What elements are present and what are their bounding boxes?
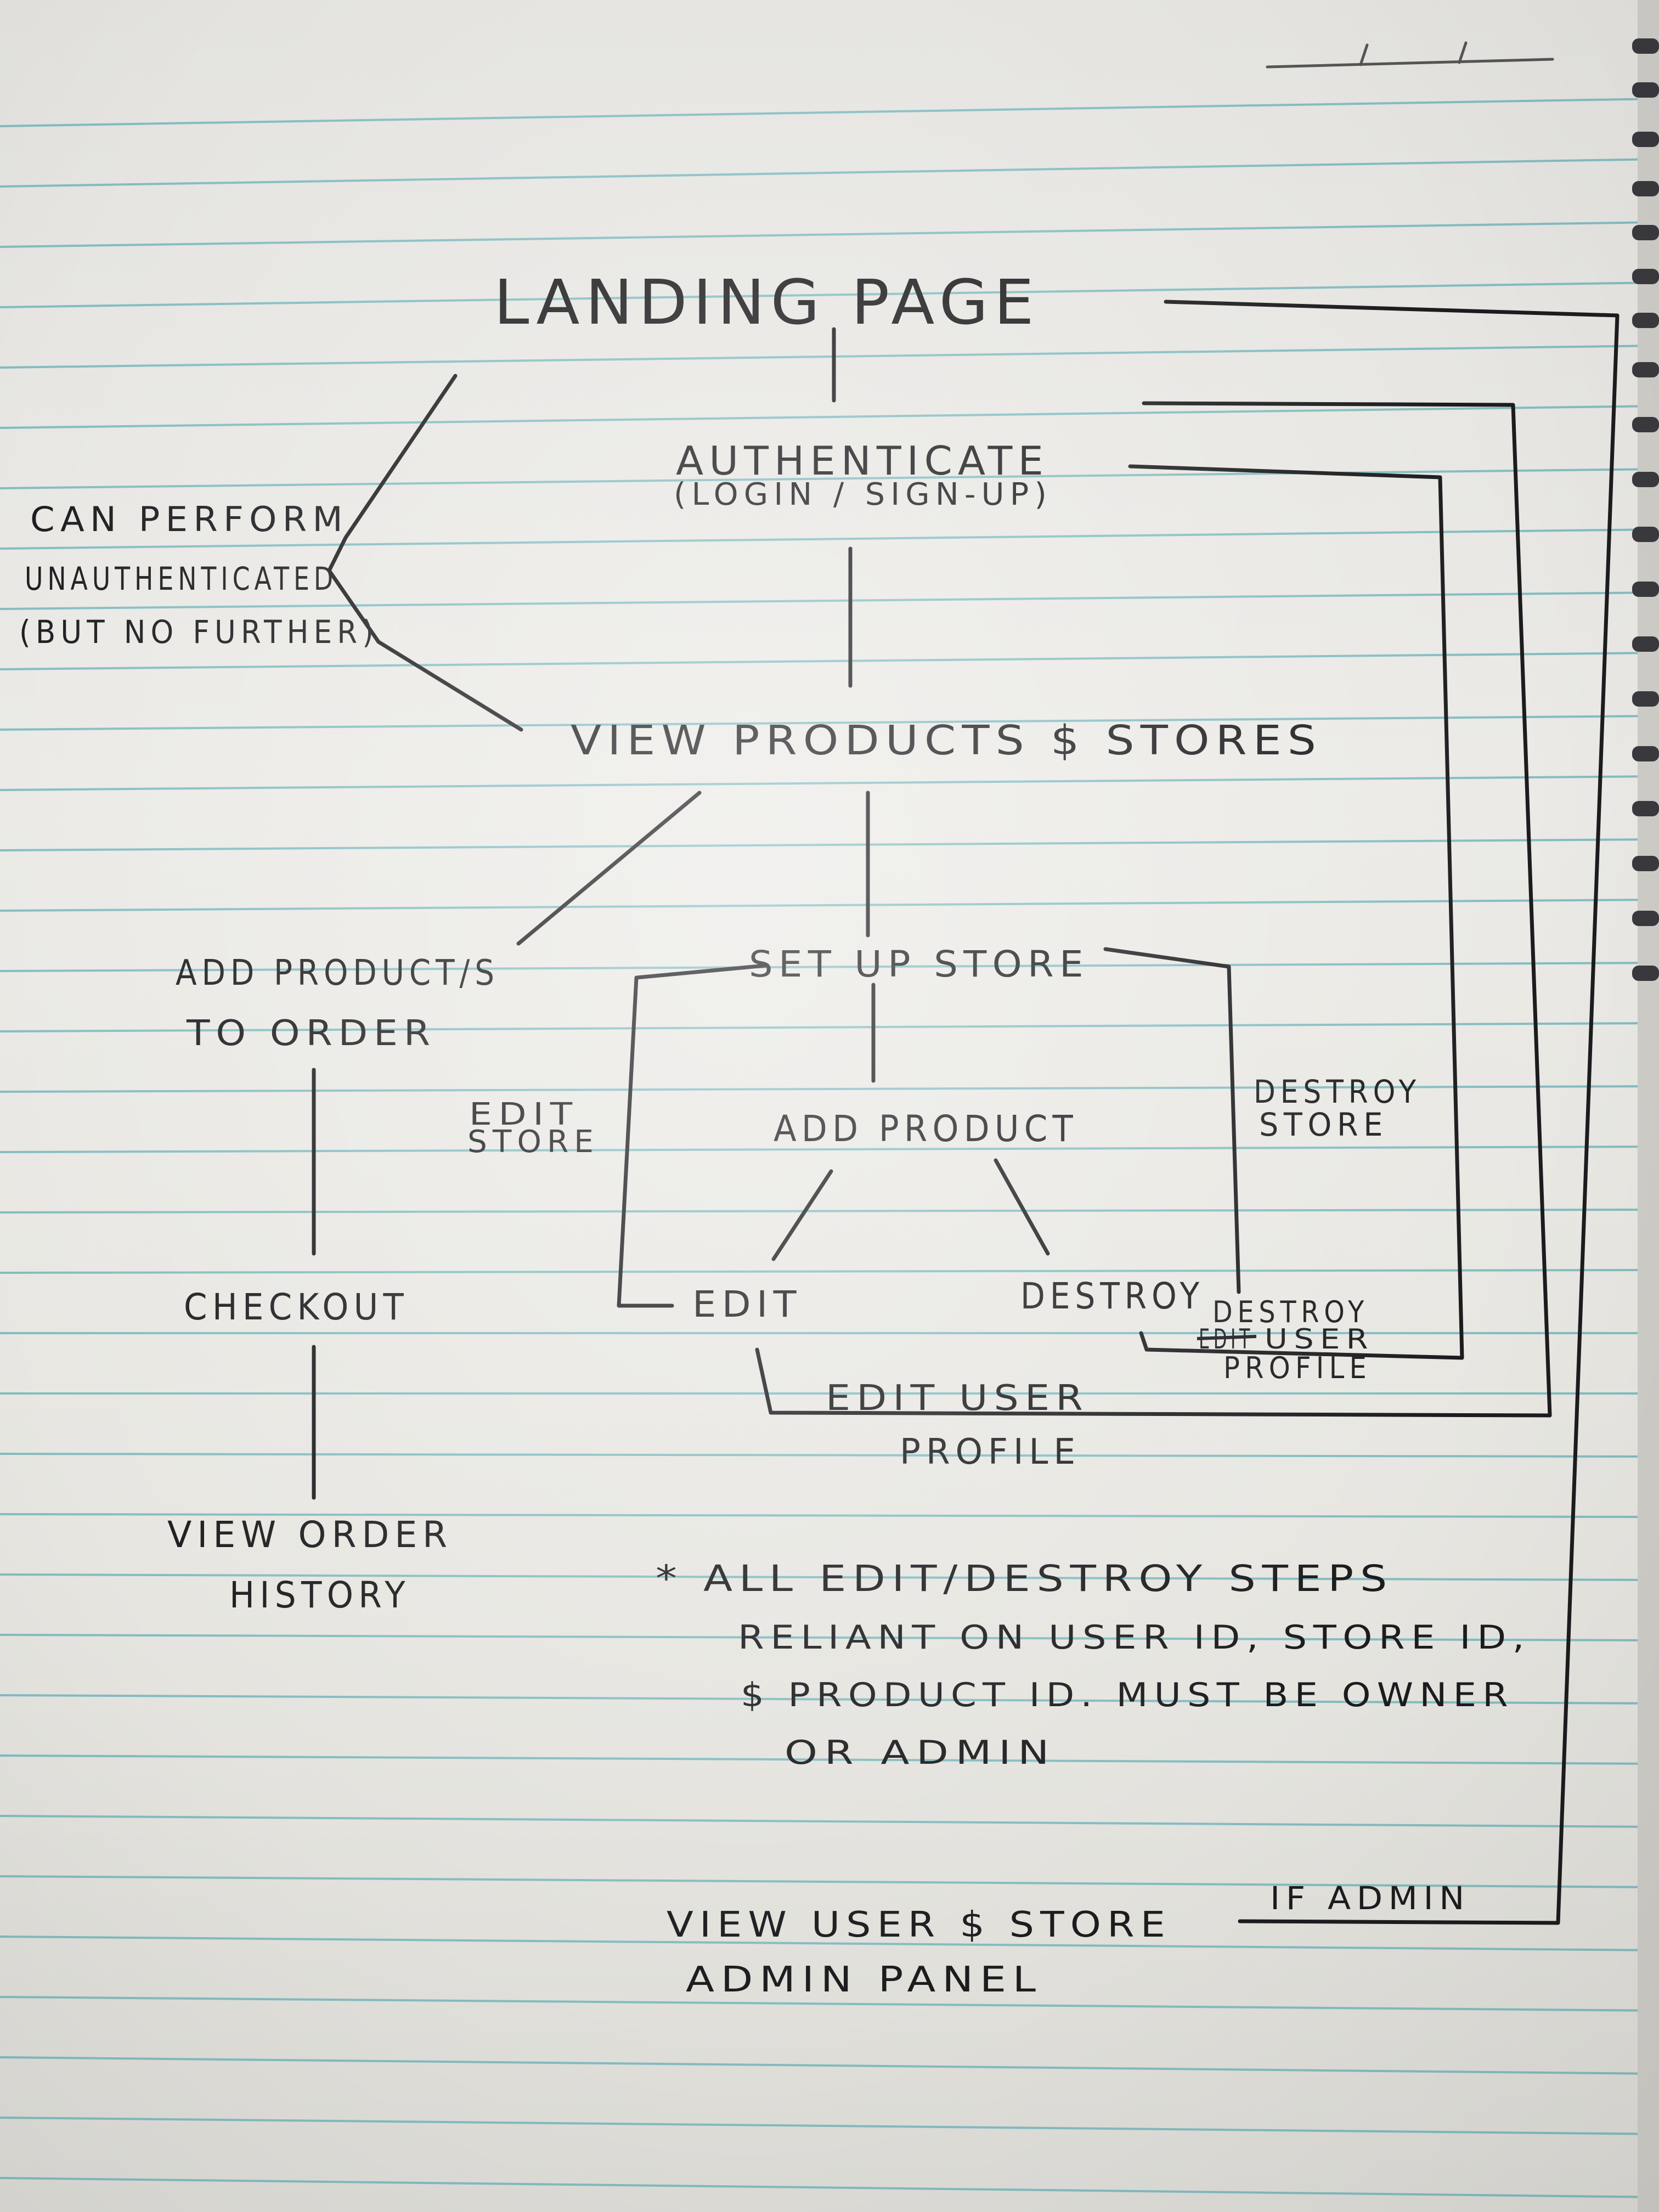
edge-add-product-edit — [771, 1169, 833, 1261]
node-order-history-line-1: VIEW ORDER — [167, 1514, 453, 1556]
label-edit-store-line-1: EDIT — [469, 1097, 579, 1132]
edge-destroy-store-loop — [1103, 947, 1241, 1294]
node-set-up-store: SET UP STORE — [749, 943, 1089, 985]
note-permissions-line-3: $ PRODUCT ID. MUST BE OWNER — [741, 1676, 1514, 1714]
bracket-unauthenticated — [327, 374, 523, 732]
edge-view-products-add-to-order — [516, 791, 702, 946]
node-destroy: DESTROY — [1020, 1275, 1204, 1317]
note-can-perform-line-2: UNAUTHENTICATED — [25, 560, 337, 597]
node-labels: LANDING PAGE AUTHENTICATE (LOGIN / SIGN-… — [19, 267, 1531, 2000]
node-admin-panel-line-2: ADMIN PANEL — [686, 1960, 1042, 2000]
node-landing-page: LANDING PAGE — [494, 267, 1040, 338]
node-checkout: CHECKOUT — [184, 1286, 409, 1328]
spiral-binding — [1632, 0, 1659, 2212]
node-authenticate-sub: (LOGIN / SIGN-UP) — [674, 477, 1052, 512]
label-edit-user-line-2: PROFILE — [900, 1432, 1081, 1472]
label-edit-user-line-1: EDIT USER — [826, 1378, 1089, 1419]
node-add-to-order-line-2: TO ORDER — [186, 1013, 436, 1054]
note-permissions-line-1: * ALL EDIT/DESTROY STEPS — [656, 1558, 1393, 1600]
note-can-perform-line-1: CAN PERFORM — [30, 499, 348, 539]
label-if-admin: IF ADMIN — [1270, 1880, 1470, 1917]
node-admin-panel-line-1: VIEW USER $ STORE — [667, 1905, 1171, 1945]
edge-edit-store-loop — [617, 963, 768, 1308]
label-edit-store-line-2: STORE — [467, 1124, 599, 1160]
edge-admin-panel — [1164, 300, 1620, 1925]
node-view-products-stores: VIEW PRODUCTS $ STORES — [571, 717, 1322, 764]
connectors — [312, 300, 1620, 1925]
edge-destroy-user-profile — [1128, 464, 1464, 1360]
edge-add-product-destroy — [994, 1158, 1050, 1256]
label-destroy-store-line-2: STORE — [1259, 1106, 1388, 1143]
node-add-product: ADD PRODUCT — [774, 1108, 1078, 1150]
label-destroy-user-line-1: DESTROY — [1212, 1295, 1369, 1329]
label-destroy-store-line-1: DESTROY — [1254, 1073, 1421, 1110]
node-authenticate: AUTHENTICATE — [676, 438, 1049, 484]
node-edit: EDIT — [692, 1283, 802, 1325]
note-can-perform-line-3: (BUT NO FURTHER) — [19, 613, 379, 651]
date-field — [1266, 41, 1554, 69]
label-destroy-user-line-2: USER — [1265, 1323, 1374, 1355]
ruled-lines — [0, 98, 1659, 2198]
edge-edit-user-profile — [755, 401, 1552, 1418]
node-order-history-line-2: HISTORY — [229, 1574, 410, 1616]
label-destroy-user-line-3: PROFILE — [1223, 1351, 1372, 1385]
strikethrough-mark — [1197, 1335, 1257, 1340]
note-permissions-line-2: RELIANT ON USER ID, STORE ID, — [738, 1618, 1531, 1657]
note-permissions-line-4: OR ADMIN — [785, 1734, 1056, 1772]
node-add-to-order-line-1: ADD PRODUCT/S — [176, 953, 499, 994]
